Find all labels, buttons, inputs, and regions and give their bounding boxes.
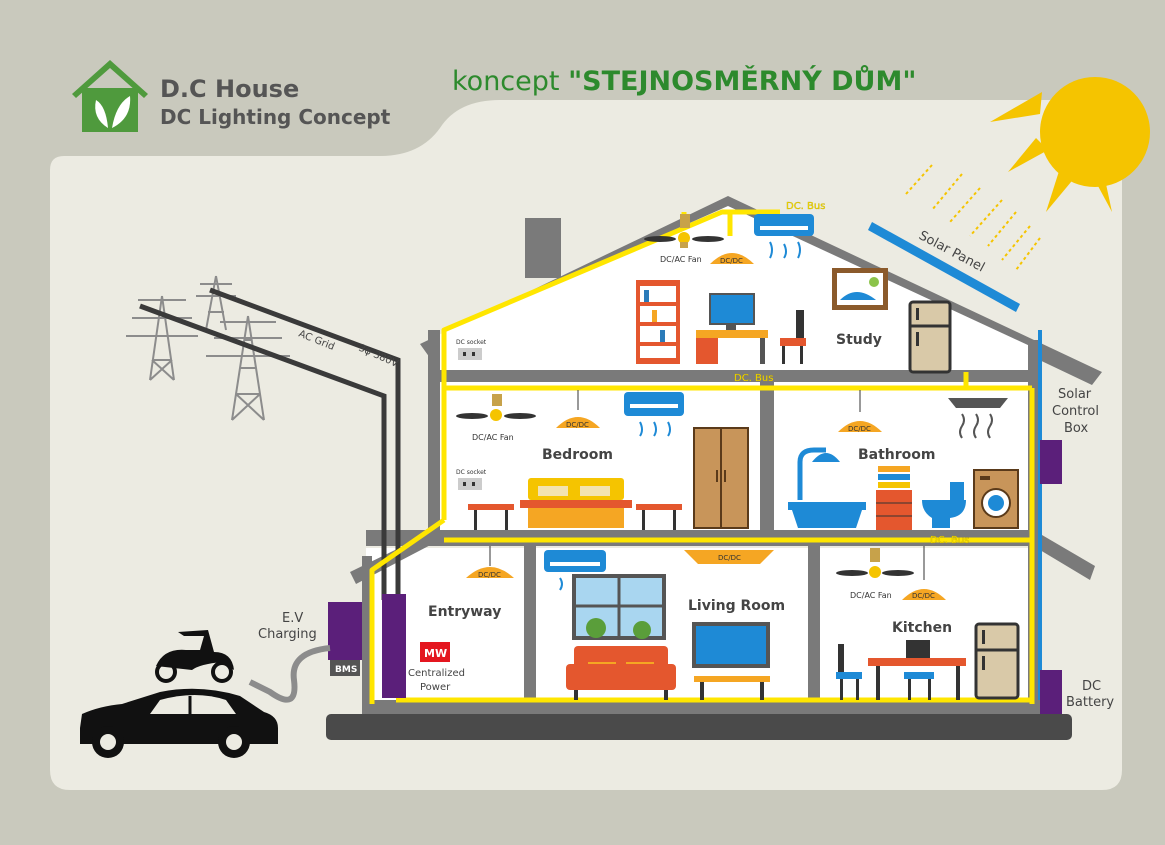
- room-label-living: Living Room: [688, 598, 785, 614]
- ceiling-lamp-icon: [710, 253, 754, 264]
- drawer-cabinet-icon: [876, 466, 912, 530]
- ev-charging-line1: E.V: [282, 611, 303, 626]
- ceiling-fan-icon: [456, 394, 536, 421]
- centralized-power-line2: Power: [420, 682, 451, 693]
- dcdc-label-study: DC/DC: [720, 257, 743, 265]
- ceiling-lamp-icon: [902, 546, 946, 600]
- picture-frame-icon: [832, 268, 888, 310]
- solar-box-line1: Solar: [1058, 387, 1092, 402]
- sun-rays: [905, 164, 1041, 271]
- chair-icon: [780, 310, 806, 364]
- air-conditioner-icon: [754, 214, 814, 259]
- sofa-icon: [566, 646, 676, 700]
- car-icon: [80, 688, 278, 758]
- charging-cable: [248, 645, 331, 703]
- sun-icon: [990, 77, 1150, 212]
- ev-charging-line2: Charging: [258, 627, 317, 642]
- dc-battery-icon: [1040, 670, 1062, 714]
- centralized-power-unit: [382, 594, 406, 698]
- headline-emphasis: "STEJNOSMĚRNÝ DŮM": [568, 64, 916, 97]
- dc-battery-line2: Battery: [1066, 695, 1114, 710]
- fridge-icon: [974, 622, 1020, 700]
- nightstand-icon: [468, 504, 682, 530]
- dc-socket-icon: [458, 348, 482, 360]
- exhaust-fan-icon: [948, 398, 1008, 439]
- dc-bus-label-mid: DC. Bus: [734, 373, 773, 384]
- headline: koncept "STEJNOSMĚRNÝ DŮM": [452, 64, 916, 97]
- solar-box-line2: Control: [1052, 404, 1099, 419]
- house-logo-icon: [72, 60, 148, 132]
- dining-table-icon: [836, 640, 966, 700]
- dc-battery-line1: DC: [1082, 679, 1101, 694]
- dc-socket-icon: [458, 478, 482, 490]
- dcdc-label-entryway: DC/DC: [478, 571, 501, 579]
- bms-label: BMS: [335, 665, 357, 675]
- bathtub-icon: [788, 447, 866, 528]
- bed-icon: [520, 478, 632, 528]
- ceiling-lamp-icon: [466, 546, 514, 578]
- window-icon: [572, 574, 666, 640]
- air-conditioner-icon: [624, 392, 684, 437]
- room-label-entryway: Entryway: [428, 604, 501, 620]
- toilet-icon: [922, 482, 966, 528]
- dc-bus-wiring: [369, 209, 1035, 704]
- meanwell-logo-text: MW: [424, 647, 447, 660]
- fan-label-study: DC/AC Fan: [660, 255, 702, 264]
- dcdc-label-living: DC/DC: [718, 554, 741, 562]
- room-label-bathroom: Bathroom: [858, 447, 936, 463]
- ac-grid-wires: [139, 287, 401, 600]
- dc-socket-label-bedroom: DC socket: [456, 469, 487, 476]
- headline-prefix: koncept: [452, 66, 568, 97]
- ceiling-light-icon: [684, 550, 774, 564]
- ceiling-fan-icon: [644, 214, 724, 248]
- room-label-study: Study: [836, 332, 882, 348]
- ceiling-lamp-icon: [556, 390, 600, 428]
- dc-bus-label-low: DC. Bus: [930, 535, 969, 546]
- ceiling-lamp-icon: [838, 390, 882, 432]
- fan-label-bedroom: DC/AC Fan: [472, 433, 514, 442]
- fan-label-kitchen: DC/AC Fan: [850, 591, 892, 600]
- fridge-icon: [908, 300, 952, 374]
- dcdc-label-kitchen: DC/DC: [912, 592, 935, 600]
- scooter-icon: [155, 630, 234, 683]
- dcdc-label-bathroom: DC/DC: [848, 425, 871, 433]
- bookshelf-icon: [636, 280, 680, 364]
- ground-slab: [326, 714, 1072, 740]
- brand-name: D.C House: [160, 75, 299, 103]
- solar-box-line3: Box: [1064, 421, 1088, 436]
- desk-computer-icon: [696, 293, 768, 364]
- dc-bus-label-top: DC. Bus: [786, 201, 825, 212]
- solar-panel: [868, 222, 1020, 312]
- solar-control-box-icon: [1040, 440, 1062, 484]
- meanwell-logo: MW: [420, 642, 450, 662]
- room-label-bedroom: Bedroom: [542, 447, 613, 463]
- room-label-kitchen: Kitchen: [892, 620, 952, 636]
- ceiling-fan-icon: [836, 548, 914, 578]
- dcdc-label-bedroom: DC/DC: [566, 421, 589, 429]
- wardrobe-icon: [693, 427, 749, 529]
- ev-charger-icon: [328, 602, 362, 676]
- tv-icon: [692, 622, 770, 700]
- dc-socket-label-study: DC socket: [456, 339, 487, 346]
- centralized-power-line1: Centralized: [408, 668, 465, 679]
- brand-tagline: DC Lighting Concept: [160, 105, 391, 129]
- washing-machine-icon: [973, 469, 1019, 529]
